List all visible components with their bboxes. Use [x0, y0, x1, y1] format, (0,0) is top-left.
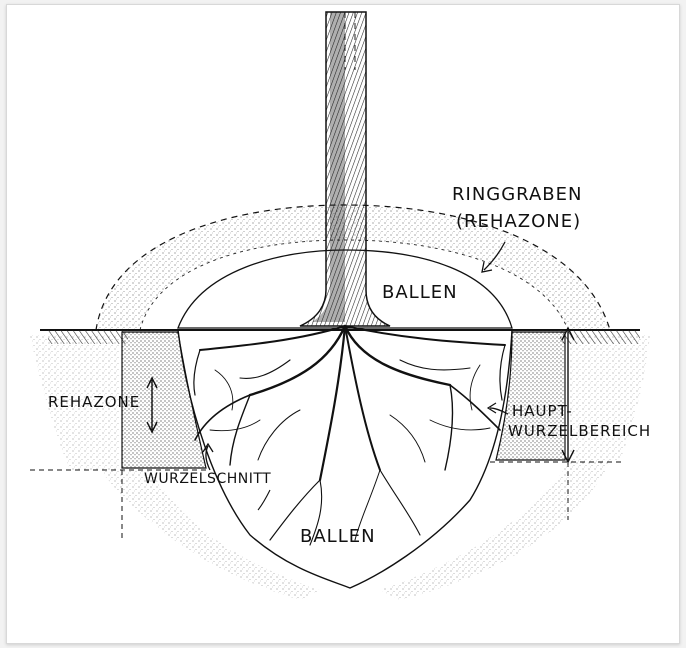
wurzelschnitt-pointer-arrow-2	[258, 490, 270, 510]
rehazone-right-trench	[496, 332, 565, 460]
label-rehazone: REHAZONE	[48, 395, 140, 411]
upper-soil-stipple-right	[570, 335, 650, 460]
label-haupt: HAUPT-	[512, 404, 573, 420]
label-wurzelschnitt: WURZELSCHNITT	[144, 472, 271, 487]
label-wurzelbereich: WURZELBEREICH	[508, 424, 651, 440]
label-ballen-top: BALLEN	[382, 284, 458, 303]
label-ringgraben: RINGGRABEN	[452, 186, 582, 205]
lower-soil-stipple-left	[100, 470, 320, 600]
lower-soil-stipple-right	[380, 460, 610, 600]
label-ringgraben-rehazone: (REHAZONE)	[456, 213, 581, 232]
label-ballen-bottom: BALLEN	[300, 528, 376, 547]
